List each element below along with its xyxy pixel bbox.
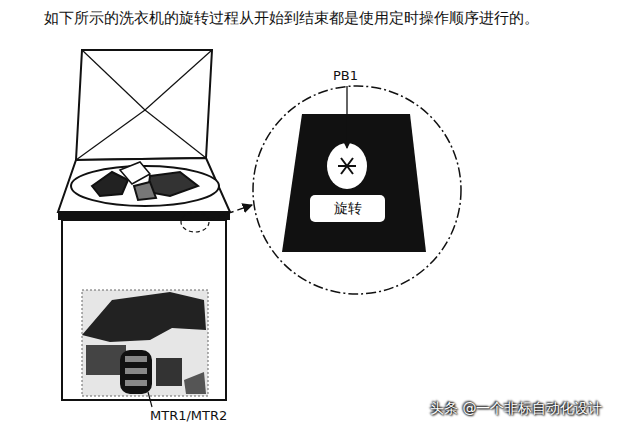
machine-body-part xyxy=(125,380,147,386)
control-panel-part xyxy=(346,86,347,148)
button-label-box: 旋转 xyxy=(310,195,385,222)
machine-body xyxy=(62,220,226,407)
control-panel-part xyxy=(327,143,367,189)
machine-body-part xyxy=(120,350,152,394)
machine-top-part xyxy=(58,158,230,212)
machine-top-part xyxy=(120,162,150,184)
machine-top-part xyxy=(134,182,156,200)
machine-lid xyxy=(76,50,212,160)
callout-zoom-part xyxy=(181,212,209,232)
machine-body-part xyxy=(125,356,147,362)
machine-body-part xyxy=(82,292,206,342)
control-panel xyxy=(282,86,426,252)
machine-top-part xyxy=(148,172,198,196)
heading-text: 如下所示的洗衣机的旋转过程从开始到结束都是使用定时操作顺序进行的。 xyxy=(44,9,539,27)
machine-lid-part xyxy=(76,50,212,160)
button-tag: PB1 xyxy=(333,68,358,84)
machine-lid-part xyxy=(145,50,212,110)
watermark: 头条 @一个非标自动化设计 xyxy=(430,400,602,417)
motor-tag: MTR1/MTR2 xyxy=(150,408,227,424)
machine-body-part xyxy=(184,372,206,394)
node-label: 旋转 xyxy=(334,200,362,218)
control-panel-part xyxy=(338,158,356,174)
machine-body-part xyxy=(156,358,182,386)
machine-body-part xyxy=(82,290,208,396)
machine-body-part xyxy=(62,220,226,400)
machine-top xyxy=(58,158,230,212)
machine-lid-part xyxy=(82,50,145,110)
callout-zoom-part xyxy=(209,205,252,220)
machine-lid-part xyxy=(76,110,145,160)
machine-body-part xyxy=(148,392,152,407)
machine-top-part xyxy=(92,172,128,196)
machine-lid-part xyxy=(145,110,206,158)
callout-zoom-part xyxy=(253,86,461,294)
machine-band xyxy=(58,212,230,220)
control-panel-part xyxy=(282,114,426,252)
machine-body-part xyxy=(125,368,147,374)
callout-zoom xyxy=(181,86,461,294)
